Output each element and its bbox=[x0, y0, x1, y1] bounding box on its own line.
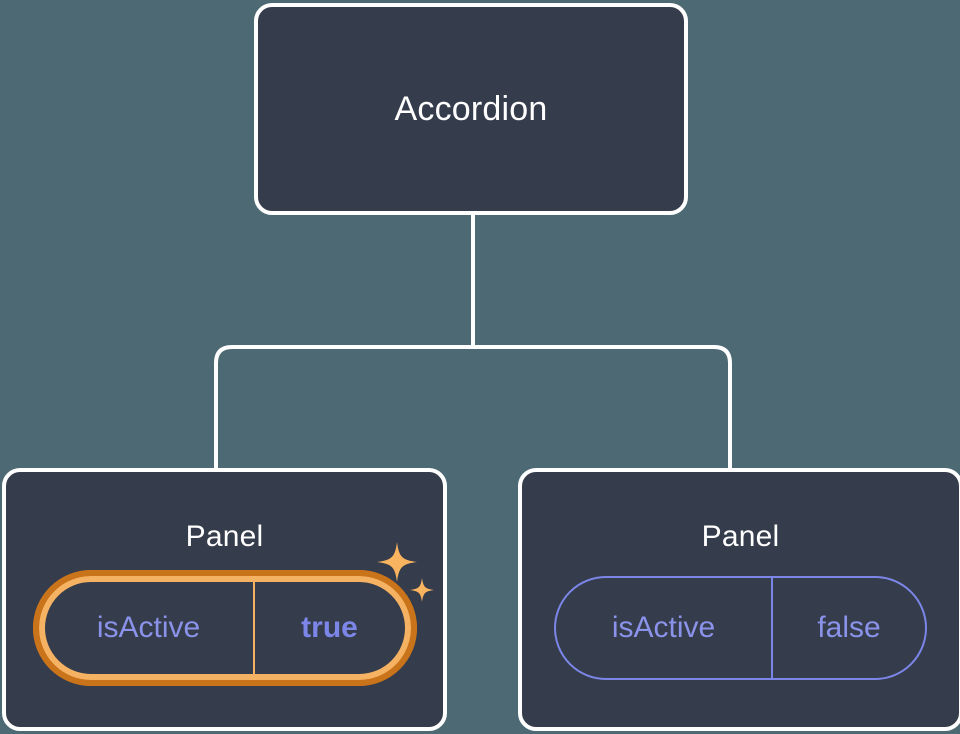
node-accordion[interactable]: Accordion bbox=[254, 3, 688, 215]
prop-pill-right-wrap: isActive false bbox=[554, 576, 927, 680]
prop-value-label: false bbox=[771, 578, 925, 678]
sparkles-group bbox=[376, 542, 434, 602]
prop-key-label: isActive bbox=[96, 611, 201, 644]
prop-pill-is-active-true[interactable]: isActive true bbox=[32, 570, 417, 686]
prop-key-label: isActive bbox=[611, 611, 716, 644]
node-panel-left[interactable]: Panel isActive true bbox=[2, 468, 447, 731]
prop-value-label: true bbox=[252, 582, 405, 674]
sparkle-small-icon bbox=[409, 578, 434, 602]
node-panel-left-label: Panel bbox=[185, 520, 264, 553]
prop-pill-left-wrap: isActive true bbox=[32, 542, 434, 686]
node-accordion-label: Accordion bbox=[394, 89, 548, 128]
node-panel-right-label: Panel bbox=[701, 520, 780, 553]
connector-branch-bar bbox=[214, 345, 732, 468]
prop-pill-is-active-false[interactable]: isActive false bbox=[554, 576, 927, 680]
node-panel-right[interactable]: Panel isActive false bbox=[518, 468, 960, 731]
sparkle-large-icon bbox=[376, 542, 417, 582]
